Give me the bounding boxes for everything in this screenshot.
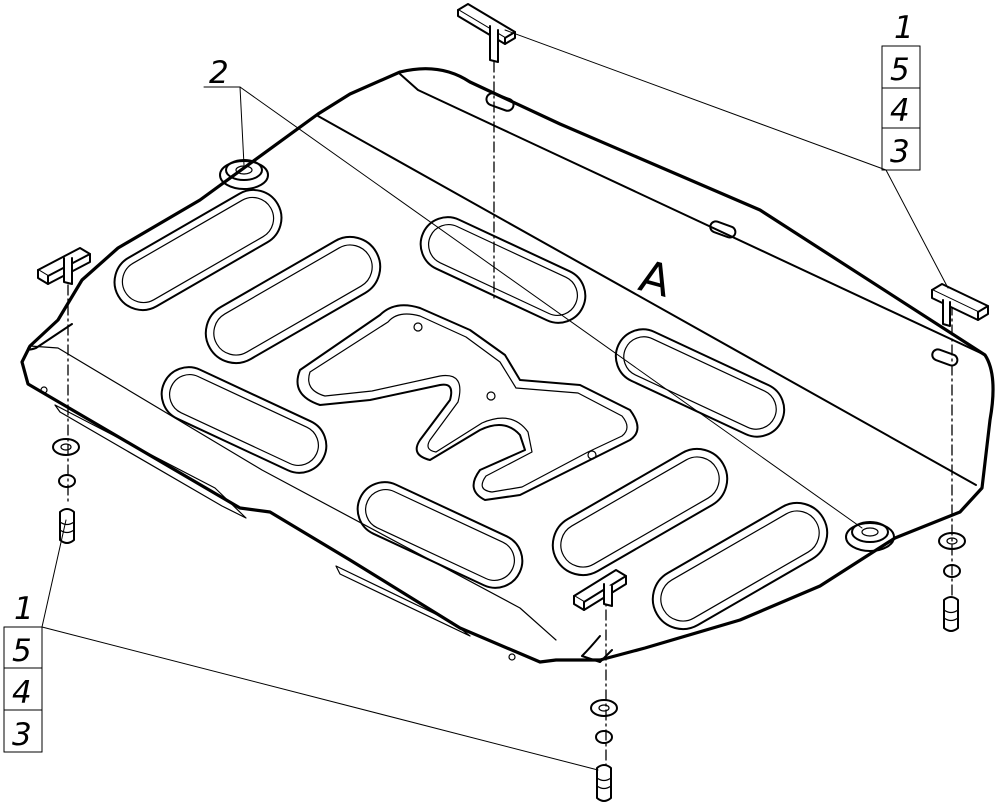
plate-top-surface (20, 67, 995, 664)
embossed-slots: A (113, 92, 959, 630)
plate-bottom-tab (581, 635, 613, 663)
slot-row4-left (356, 481, 524, 589)
front-rib-right (335, 565, 471, 637)
callout-stack-top-right: 1 5 4 3 (881, 10, 921, 171)
leader-top-right-to-top-clip (504, 29, 887, 171)
clip-nut-left (37, 247, 91, 285)
bolt (596, 764, 612, 802)
plate-hole (486, 391, 496, 401)
bolt (943, 596, 959, 632)
fastener-stack-right (938, 532, 966, 632)
leader-2-to-upper-pad (239, 86, 245, 166)
flat-washer (52, 438, 80, 456)
callout-bl-item-1: 1 (14, 591, 34, 627)
callout-bl-item-4: 3 (12, 717, 32, 753)
callout-tr-item-3: 4 (890, 93, 910, 129)
slot-right-lower (651, 502, 829, 630)
lock-washer (595, 730, 613, 744)
callout-stack-bottom-left: 1 5 4 3 (3, 591, 43, 753)
flat-washer (938, 532, 966, 550)
slot-row3-left (160, 366, 328, 474)
plate-bend-line-upper (399, 73, 986, 356)
clip-nut-top (457, 3, 516, 63)
slot-row1-left (113, 189, 283, 311)
lip-rivet (40, 386, 48, 394)
plate-bend-line-front (29, 345, 557, 641)
lock-washer (943, 564, 961, 578)
fastener-axes (67, 41, 953, 791)
plate-hole (413, 322, 423, 332)
front-rib-left (54, 404, 247, 519)
callout-tr-item-4: 3 (890, 134, 910, 170)
mount-slot-hole (709, 220, 737, 239)
slot-right-mid (551, 448, 729, 576)
leader-bottom-left-to-bolt (41, 519, 67, 628)
plate-left-tab (27, 319, 73, 351)
slot-center-meander (296, 304, 639, 501)
mount-slot-hole (931, 348, 959, 367)
rubber-pad-lower (845, 521, 895, 552)
leader-top-right-to-right-clip (885, 169, 949, 289)
lock-washer (58, 474, 76, 488)
clip-nut-bottom (573, 569, 627, 611)
leader-lines (41, 29, 949, 771)
plate-hole (587, 450, 597, 460)
slot-row2-left (204, 236, 382, 364)
flat-washer (590, 699, 618, 717)
callout-tr-item-1: 1 (894, 10, 914, 46)
clip-nut-right (931, 283, 989, 327)
leader-bottom-left-to-bottom-bolt (41, 626, 599, 771)
callout-2-label: 2 (209, 55, 229, 91)
mount-slot-hole (485, 92, 515, 112)
callout-tr-item-2: 5 (890, 52, 910, 88)
fastener-stack-bottom (590, 699, 618, 802)
bolt (59, 508, 75, 544)
callout-2: 2 (203, 55, 241, 91)
slot-center-meander-inner (308, 313, 628, 493)
lip-rivet (508, 653, 516, 661)
fastener-stack-left (52, 438, 80, 544)
callout-bl-item-2: 5 (12, 633, 32, 669)
callout-bl-item-3: 4 (12, 675, 32, 711)
slot-right-upper (614, 328, 786, 438)
leader-2-to-lower-pad (239, 86, 863, 529)
plate-bend-line-lower (317, 115, 977, 486)
skid-plate (20, 67, 995, 664)
